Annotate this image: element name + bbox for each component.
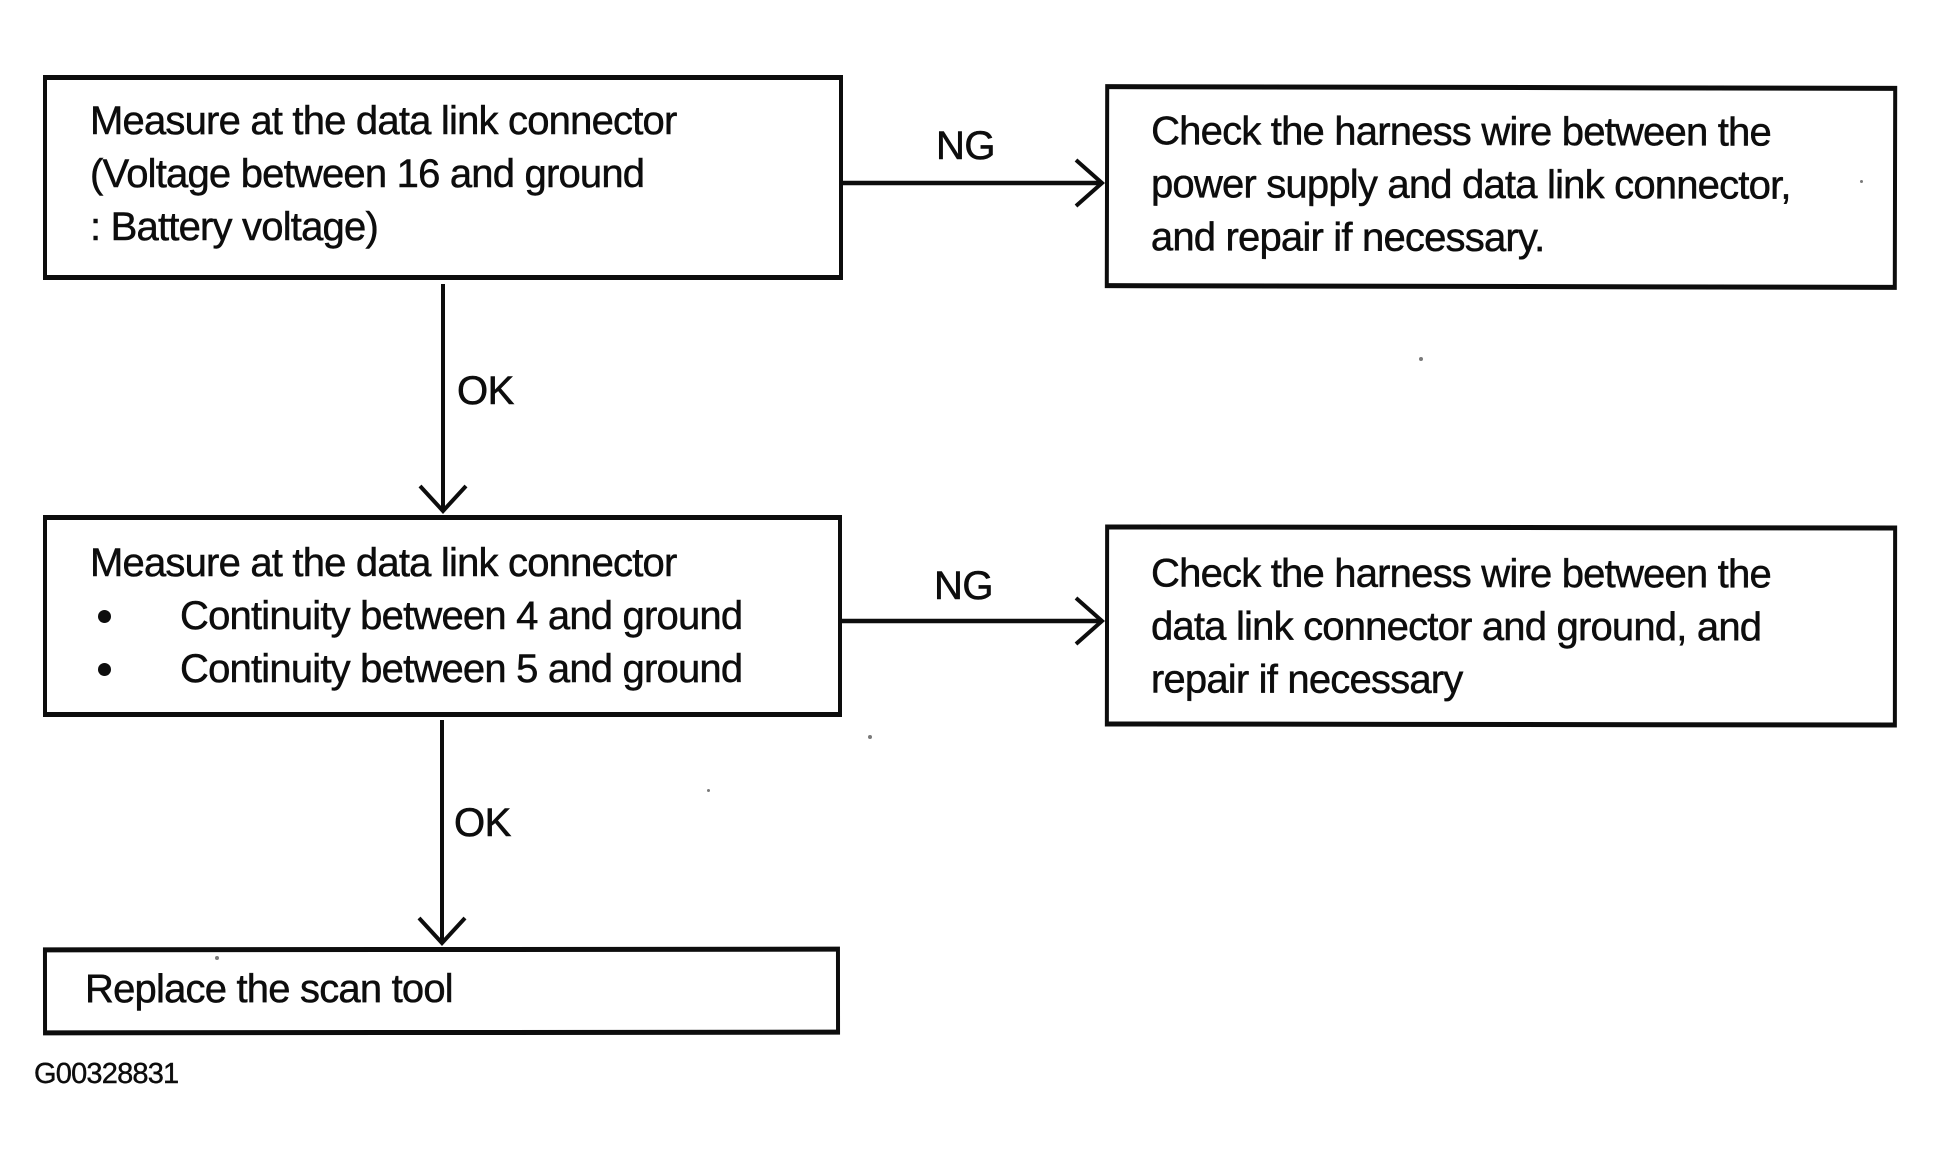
arrowhead-right-icon <box>1074 596 1106 646</box>
node-text-line: data link connector and ground, and <box>1150 604 1762 650</box>
edge-label-ok: OK <box>454 801 512 846</box>
arrowhead-down-icon <box>418 484 468 514</box>
arrow-ng-step1-to-result1 <box>843 158 1106 208</box>
bullet-item: Continuity between 4 and ground <box>90 590 828 643</box>
node-check-ground-harness: Check the harness wire between the data … <box>1104 524 1898 728</box>
node-measure-continuity: Measure at the data link connector Conti… <box>43 515 842 717</box>
node-text-line: Continuity between 5 and ground <box>180 647 744 692</box>
node-text-line: Measure at the data link connector <box>90 99 678 144</box>
scan-speck <box>215 956 219 960</box>
arrow-ok-step1-to-step2 <box>418 284 468 514</box>
arrow-ng-step2-to-result2 <box>842 596 1106 646</box>
node-text-line: Check the harness wire between the <box>1151 109 1772 155</box>
node-text-line: Check the harness wire between the <box>1151 551 1771 597</box>
scan-speck <box>1419 357 1423 361</box>
node-check-power-harness: Check the harness wire between the power… <box>1104 84 1898 290</box>
node-text-line: and repair if necessary. <box>1150 215 1545 261</box>
node-text-line: repair if necessary <box>1150 657 1463 702</box>
bullet-icon <box>98 610 111 623</box>
node-text-line: Measure at the data link connector <box>90 541 678 586</box>
node-text-line: Continuity between 4 and ground <box>180 594 744 639</box>
bullet-item: Continuity between 5 and ground <box>90 643 828 696</box>
scan-speck <box>707 789 710 792</box>
edge-label-ng: NG <box>934 564 994 609</box>
scan-speck <box>1860 180 1863 183</box>
edge-label-ng: NG <box>936 124 996 169</box>
edge-label-ok: OK <box>457 369 515 414</box>
node-text-line: (Voltage between 16 and ground <box>90 152 646 197</box>
scan-speck <box>868 735 872 739</box>
node-text-line: power supply and data link connector, <box>1150 162 1791 208</box>
bullet-icon <box>98 663 111 676</box>
arrowhead-down-icon <box>417 916 467 946</box>
arrowhead-right-icon <box>1074 158 1106 208</box>
node-text-line: : Battery voltage) <box>90 205 379 250</box>
arrow-ok-step2-to-final <box>417 720 467 946</box>
figure-code: G00328831 <box>34 1058 180 1090</box>
node-text-line: Replace the scan tool <box>84 966 453 1012</box>
node-replace-scan-tool: Replace the scan tool <box>42 946 841 1036</box>
node-measure-voltage: Measure at the data link connector (Volt… <box>43 75 843 280</box>
